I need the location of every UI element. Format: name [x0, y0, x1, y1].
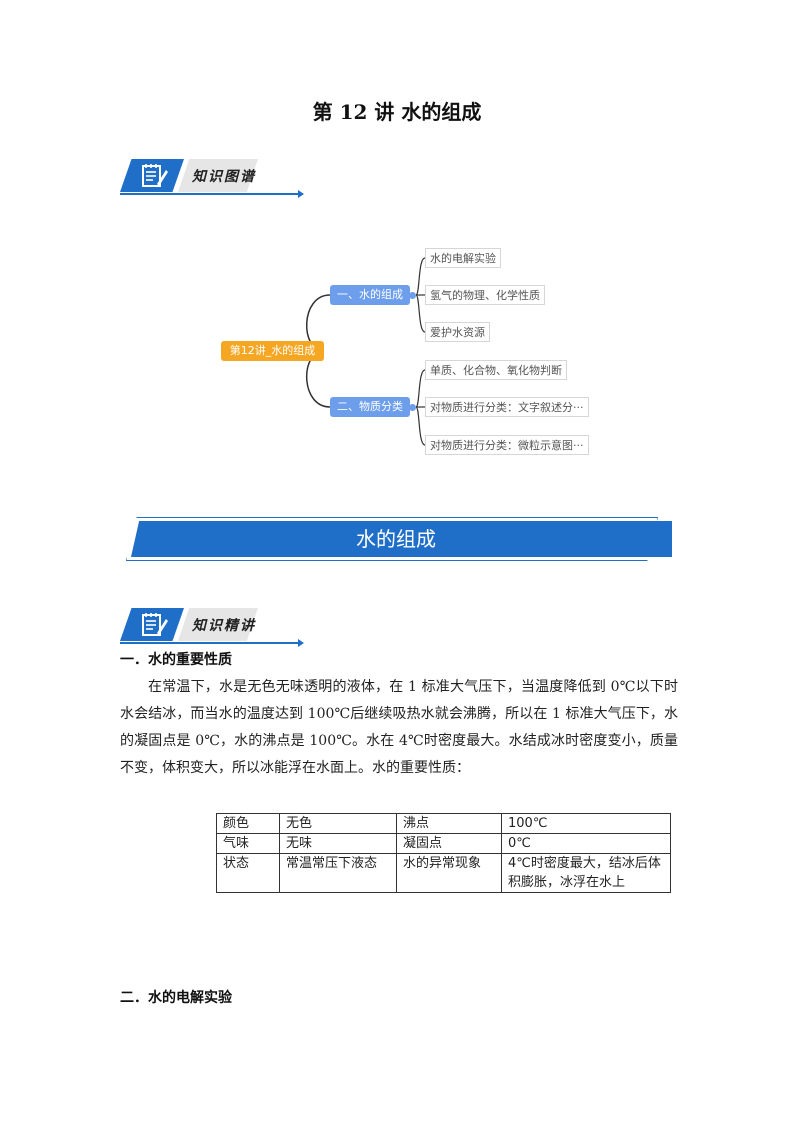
mindmap-leaf: 爱护水资源	[425, 322, 490, 342]
banner-background	[131, 521, 672, 557]
mindmap-leaf: 单质、化合物、氧化物判断	[425, 360, 567, 380]
mindmap-leaf: 对物质进行分类：微粒示意图···	[425, 435, 589, 455]
mindmap-root: 第12讲_水的组成	[221, 341, 324, 361]
table-row: 气味 无味 凝固点 0℃	[216, 833, 671, 854]
notepad-icon	[142, 613, 168, 636]
branch-node-dot	[409, 404, 416, 411]
table-row: 状态 常温常压下液态 水的异常现象 4℃时密度最大，结冰后体积膨胀，冰浮在水上	[216, 853, 671, 893]
tag-label: 知识精讲	[192, 618, 256, 634]
page-title: 第 12 讲 水的组成	[312, 100, 482, 124]
section-heading-electrolysis: 二．水的电解实验	[120, 990, 232, 1006]
mindmap-branch-composition: 一、水的组成	[330, 285, 410, 305]
table-cell: 气味	[216, 833, 280, 854]
mindmap-leaf: 对物质进行分类：文字叙述分···	[425, 397, 589, 417]
mindmap-leaf: 水的电解实验	[425, 248, 501, 268]
properties-paragraph: 在常温下，水是无色无味透明的液体，在 1 标准大气压下，当温度降低到 0℃以下时…	[120, 679, 678, 776]
mindmap-connectors	[305, 257, 426, 446]
table-cell: 状态	[216, 853, 280, 893]
table-row: 颜色 无色 沸点 100℃	[216, 813, 671, 834]
water-properties-table: 颜色 无色 沸点 100℃ 气味 无味 凝固点 0℃ 状态 常温常压下液态 水的…	[216, 813, 671, 893]
table-cell: 常温常压下液态	[279, 853, 397, 893]
table-cell: 沸点	[396, 813, 502, 834]
mindmap-branch-classification: 二、物质分类	[330, 397, 410, 417]
section-banner: 水的组成	[356, 527, 436, 551]
table-cell: 无味	[279, 833, 397, 854]
tag-label: 知识图谱	[192, 169, 256, 185]
table-cell: 颜色	[216, 813, 280, 834]
notepad-icon	[142, 164, 168, 187]
table-cell: 水的异常现象	[396, 853, 502, 893]
table-cell: 凝固点	[396, 833, 502, 854]
branch-node-dot	[409, 292, 416, 299]
knowledge-map-tag: 知识图谱	[120, 159, 304, 198]
knowledge-lecture-tag: 知识精讲	[120, 608, 304, 647]
section-heading-properties: 一．水的重要性质	[120, 652, 232, 668]
table-cell: 无色	[279, 813, 397, 834]
mindmap-leaf: 氢气的物理、化学性质	[425, 285, 545, 305]
table-cell: 0℃	[501, 833, 671, 854]
table-cell: 100℃	[501, 813, 671, 834]
table-cell: 4℃时密度最大，结冰后体积膨胀，冰浮在水上	[501, 853, 671, 893]
